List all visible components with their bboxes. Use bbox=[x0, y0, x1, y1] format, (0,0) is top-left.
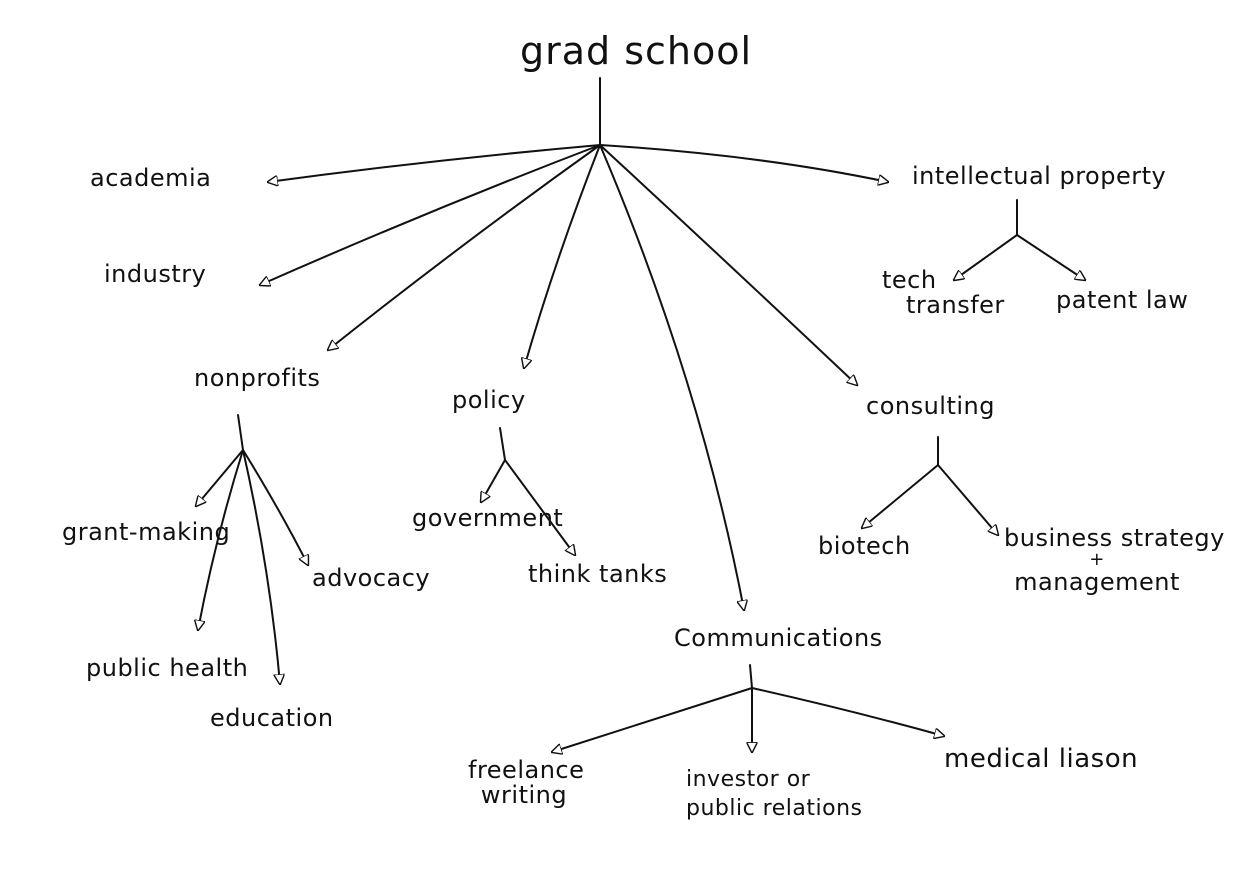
node-medical-liason: medical liason bbox=[944, 744, 1139, 774]
edge-comm-medical bbox=[751, 687, 944, 736]
edge-root-communications bbox=[599, 144, 744, 610]
edge-consulting-business bbox=[937, 464, 998, 535]
node-tech-transfer-line2: transfer bbox=[906, 291, 1005, 320]
node-academia: academia bbox=[90, 164, 212, 192]
edge-ip-patent-law bbox=[1016, 234, 1085, 280]
edge-root-consulting bbox=[599, 144, 857, 385]
node-think-tanks: think tanks bbox=[528, 560, 668, 588]
node-industry: industry bbox=[104, 260, 207, 288]
node-communications: Communications bbox=[674, 624, 883, 652]
node-grad-school: grad school bbox=[520, 29, 753, 73]
node-investor-pr-line1: investor or bbox=[686, 767, 811, 792]
node-investor-pr-line2: public relations bbox=[686, 796, 863, 822]
edge-consulting-biotech bbox=[862, 464, 939, 528]
edge-policy-government bbox=[481, 459, 506, 502]
node-business-strategy-line3: management bbox=[1014, 568, 1180, 597]
edge-comm-stem bbox=[749, 664, 753, 689]
edge-root-policy bbox=[524, 144, 601, 368]
node-investor-pr: investor or public relations bbox=[686, 768, 862, 820]
edge-root-nonprofits bbox=[328, 144, 601, 350]
node-biotech: biotech bbox=[818, 532, 911, 560]
edge-root-industry bbox=[260, 144, 601, 285]
node-patent-law: patent law bbox=[1056, 286, 1189, 314]
node-business-strategy-line1: business strategy bbox=[1004, 524, 1225, 552]
node-freelance-writing: freelance writing bbox=[468, 756, 585, 810]
node-consulting: consulting bbox=[866, 392, 995, 420]
node-government: government bbox=[412, 504, 564, 532]
node-business-strategy: business strategy + management bbox=[1004, 524, 1225, 597]
node-policy: policy bbox=[452, 386, 526, 414]
edge-np-stem bbox=[237, 414, 244, 451]
edge-policy-stem bbox=[499, 427, 506, 461]
node-nonprofits: nonprofits bbox=[194, 364, 321, 392]
node-tech-transfer: tech transfer bbox=[882, 266, 1005, 320]
edge-np-advocacy bbox=[242, 449, 308, 565]
edge-np-education bbox=[242, 449, 280, 684]
edge-np-grant-making bbox=[196, 449, 244, 506]
node-business-strategy-line2: + bbox=[1089, 549, 1105, 571]
edge-np-public-health bbox=[198, 449, 244, 630]
edge-comm-freelance bbox=[552, 687, 753, 752]
node-intellectual-property: intellectual property bbox=[912, 162, 1167, 190]
node-freelance-writing-line1: freelance bbox=[468, 756, 585, 784]
node-public-health: public health bbox=[86, 654, 249, 682]
edge-policy-think-tanks bbox=[504, 459, 575, 555]
node-education: education bbox=[210, 704, 334, 732]
node-tech-transfer-line1: tech bbox=[882, 266, 937, 294]
node-advocacy: advocacy bbox=[312, 564, 431, 592]
edge-ip-tech-transfer bbox=[954, 234, 1018, 280]
edge-root-intellectual-property bbox=[599, 144, 888, 182]
node-freelance-writing-line2: writing bbox=[480, 781, 568, 810]
edge-root-academia bbox=[268, 144, 601, 182]
node-grant-making: grant-making bbox=[62, 518, 231, 546]
